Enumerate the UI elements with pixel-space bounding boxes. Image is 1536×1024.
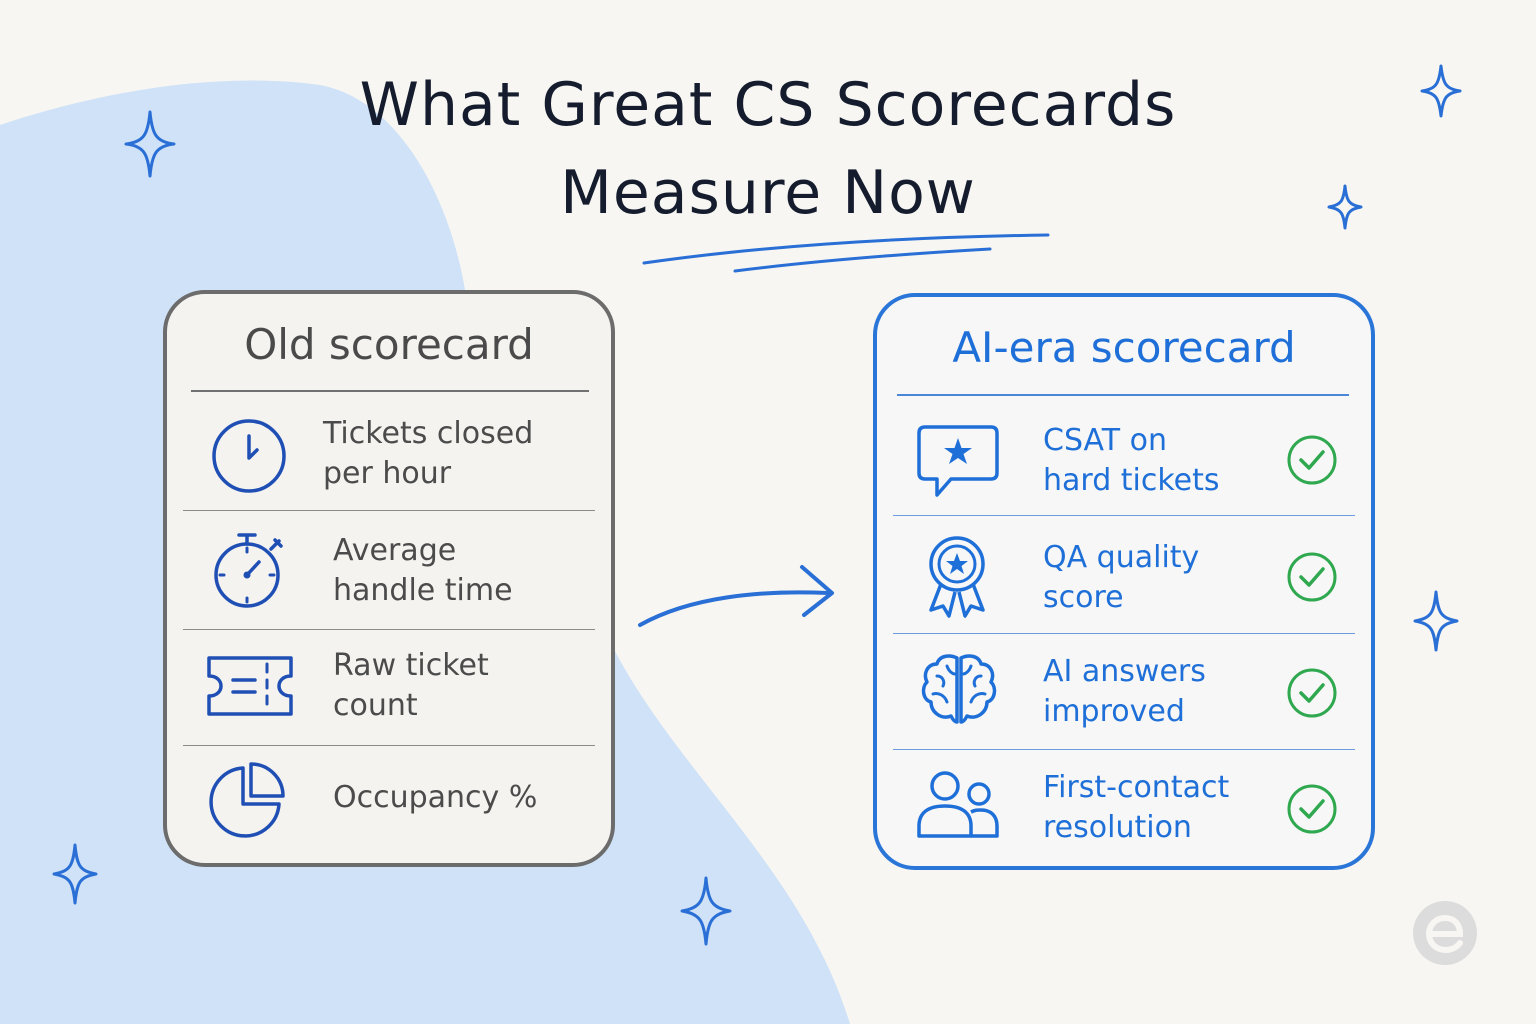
new-row-label: QA quality score [1043,540,1200,615]
check-circle-icon [1287,784,1337,834]
award-ribbon-icon [929,536,985,618]
row-divider [893,749,1355,750]
row-divider [183,629,595,630]
sparkle-icon [1327,184,1363,230]
new-row-qa-quality: QA quality score [893,516,1355,634]
old-row-label: Tickets closed per hour [323,416,534,491]
title-underline [642,233,1050,273]
sparkle-icon [680,876,732,946]
ai-era-scorecard-title: AI-era scorecard [952,323,1296,372]
sparkle-icon [52,843,98,905]
title-divider [191,390,589,392]
page-title-line-1: What Great CS Scorecards [359,70,1177,140]
new-row-label: First-contact resolution [1043,770,1230,845]
row-divider [893,515,1355,516]
new-row-ai-answers: AI answers improved [893,634,1355,750]
old-row-raw-ticket-count: Raw ticket count [183,630,595,746]
logo-icon [1413,901,1477,965]
old-row-label: Occupancy % [333,780,538,815]
sparkle-icon [1420,64,1462,118]
old-row-average-handle-time: Average handle time [183,511,595,630]
check-circle-icon [1287,435,1337,485]
sparkle-icon [124,110,176,178]
old-row-label: Average handle time [333,533,513,608]
ticket-icon [207,656,293,716]
old-row-label: Raw ticket count [333,648,489,723]
star-chat-icon [917,425,999,497]
new-row-label: CSAT on hard tickets [1043,423,1220,498]
pie-chart-icon [209,762,285,838]
check-circle-icon [1287,552,1337,602]
old-scorecard-title: Old scorecard [244,320,534,369]
ai-era-scorecard-card: AI-era scorecard CSAT on hard tickets QA… [873,293,1375,870]
sparkle-icon [1413,590,1459,652]
title-divider [897,394,1349,396]
old-row-occupancy: Occupancy % [183,746,595,856]
old-scorecard-card: Old scorecard Tickets closed per hour Av… [163,290,615,867]
clock-icon [212,419,286,493]
people-icon [917,771,999,838]
new-row-first-contact: First-contact resolution [893,750,1355,862]
row-divider [183,510,595,511]
page-title-line-2: Measure Now [560,158,976,228]
arrow-icon [638,565,834,627]
stopwatch-icon [214,533,283,608]
new-row-label: AI answers improved [1043,654,1206,729]
row-divider [893,633,1355,634]
old-row-tickets-closed: Tickets closed per hour [183,398,595,511]
check-circle-icon [1287,668,1337,718]
row-divider [183,745,595,746]
brain-icon [921,654,997,724]
new-row-csat: CSAT on hard tickets [893,401,1355,516]
